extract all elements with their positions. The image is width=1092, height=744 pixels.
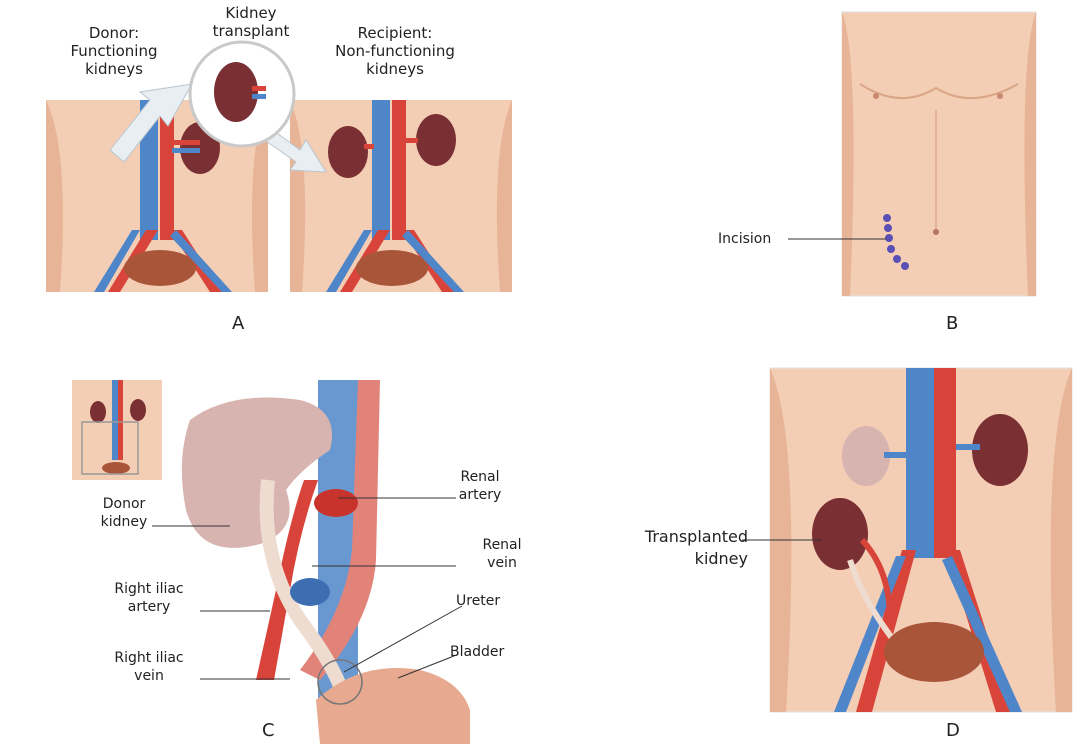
bladder-label: Bladder <box>450 643 504 661</box>
donor-label: Donor: Functioning kidneys <box>60 24 168 78</box>
right-iliac-artery-label: Right iliac artery <box>94 580 204 616</box>
panel-a: Donor: Functioning kidneys Kidney transp… <box>0 0 520 340</box>
recipient-label: Recipient: Non-functioning kidneys <box>310 24 480 78</box>
right-iliac-vein-label: Right iliac vein <box>94 649 204 685</box>
donor-kidney-shape <box>182 398 332 548</box>
panel-c-letter: C <box>262 720 275 741</box>
panel-b: Incision B <box>700 0 1092 340</box>
panel-d: Transplanted kidney D <box>590 360 1092 744</box>
renal-vein-label: Renal vein <box>472 536 532 572</box>
panel-b-illustration <box>700 0 1092 340</box>
panel-b-letter: B <box>946 313 958 334</box>
transplant-label: Kidney transplant <box>196 4 306 40</box>
renal-artery-label: Renal artery <box>450 468 510 504</box>
inset-torso <box>72 380 162 480</box>
transplanted-kidney-label: Transplanted kidney <box>598 526 748 570</box>
donor-kidney-label: Donor kidney <box>92 495 156 531</box>
recipient-torso <box>290 100 512 292</box>
ureter-label: Ureter <box>456 592 500 610</box>
incision-label: Incision <box>718 230 771 248</box>
panel-d-letter: D <box>946 720 960 741</box>
transplanted-kidney-shape <box>812 498 868 570</box>
panel-a-letter: A <box>232 313 244 334</box>
panel-c: Donor kidney Renal artery Renal vein Ure… <box>0 360 560 744</box>
